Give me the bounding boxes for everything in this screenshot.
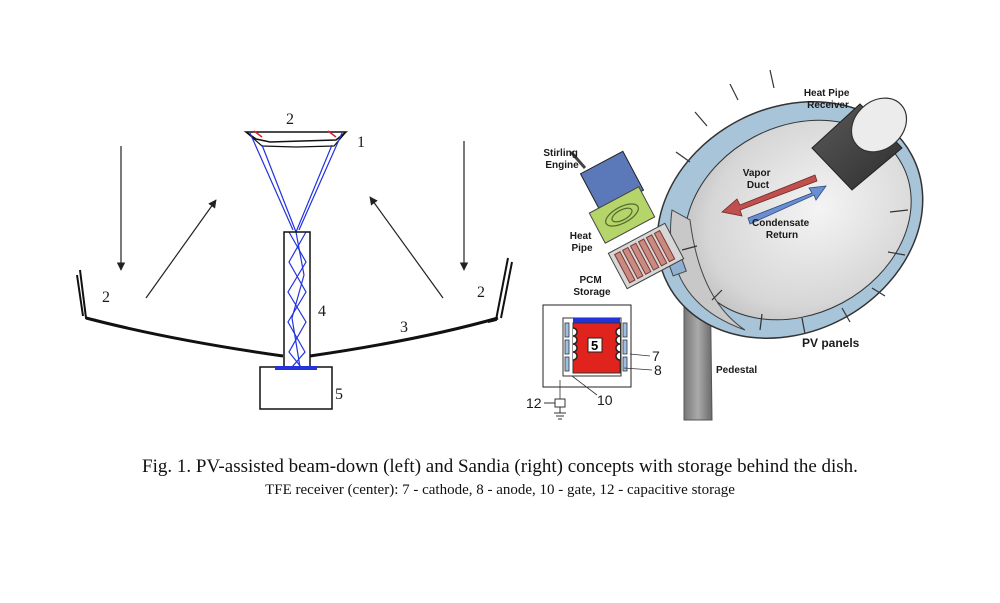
receiver-plate	[275, 366, 317, 370]
label-focus: 1	[357, 134, 365, 151]
sandia-diagram: Heat Pipe Receiver Stirling Engine Vapor…	[543, 69, 924, 421]
beam-rays	[249, 132, 343, 368]
label-pcm-storage: PCM Storage	[573, 275, 611, 298]
vapor-duct-arrow	[721, 174, 818, 217]
tfe-receiver-inset: 5 7 8 10 12	[526, 304, 662, 420]
pcm-storage	[607, 222, 685, 290]
storage-box	[259, 366, 333, 410]
gate-rods	[564, 322, 628, 372]
label-pv-panels: PV panels	[802, 336, 860, 350]
label-top-mirror: 2	[286, 111, 294, 128]
label-capacitive: 12	[526, 395, 542, 411]
label-heat-pipe-receiver: Heat Pipe Receiver	[804, 88, 852, 111]
leader-cathode	[629, 353, 651, 357]
focus-marker-left	[253, 130, 263, 138]
heat-pipe-coil	[588, 186, 656, 244]
label-condensate-return: Condensate Return	[752, 218, 812, 241]
ground-symbol	[554, 407, 566, 420]
label-pedestal: Pedestal	[716, 365, 757, 376]
heat-pipe-receiver-face	[850, 97, 908, 153]
label-storage-box: 5	[335, 386, 343, 403]
reflected-ray-arrow-right	[369, 196, 444, 299]
figure-subcaption: TFE receiver (center): 7 - cathode, 8 - …	[265, 482, 735, 498]
tfe-core-label: 5	[591, 338, 598, 353]
leader-gate	[571, 375, 598, 396]
beam-down-diagram: 2 1 2 2 3 4 5	[76, 111, 513, 410]
reflected-ray-arrow-left	[145, 199, 217, 299]
figure-caption: Fig. 1. PV-assisted beam-down (left) and…	[142, 456, 858, 477]
capacitor-symbol	[554, 398, 566, 408]
tfe-top-electrode	[573, 318, 620, 323]
tfe-scallops	[572, 327, 621, 361]
right-tilted-mirror	[487, 257, 513, 323]
label-cathode: 7	[652, 348, 660, 364]
condensate-return-arrow	[747, 185, 827, 225]
label-heat-pipe: Heat Pipe	[570, 231, 594, 254]
label-gate: 10	[597, 392, 613, 408]
label-vapor-duct: Vapor Duct	[743, 168, 774, 191]
tfe-core-label-box	[587, 337, 603, 353]
label-stirling-engine: Stirling Engine	[543, 148, 580, 171]
leader-anode	[623, 367, 653, 371]
label-left-mirror: 2	[102, 289, 110, 306]
label-homogenizer: 4	[318, 303, 326, 320]
primary-dish	[85, 316, 499, 358]
rim-segments	[675, 69, 909, 335]
left-tilted-mirror	[76, 269, 97, 321]
label-dish: 3	[400, 319, 408, 336]
label-right-mirror: 2	[477, 284, 485, 301]
label-anode: 8	[654, 362, 662, 378]
stirling-shaft	[569, 151, 587, 169]
focus-marker-right	[327, 130, 337, 138]
